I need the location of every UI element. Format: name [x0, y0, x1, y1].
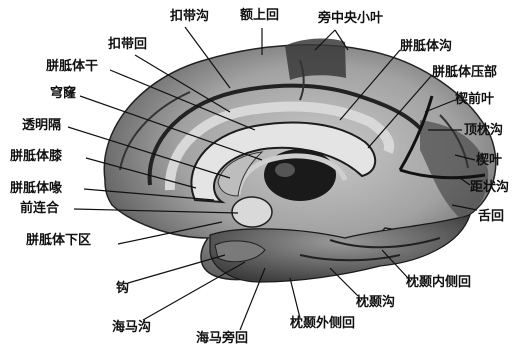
label-parieto-occipital-sulcus: 顶枕沟 — [464, 124, 503, 138]
label-fornix: 穹窿 — [50, 87, 76, 101]
label-calcarine-sulcus: 距状沟 — [470, 181, 509, 195]
label-hippocampal-sulcus: 海马沟 — [112, 321, 151, 335]
label-lingual-gyrus: 舌回 — [478, 210, 504, 224]
label-superior-frontal-gyrus: 额上回 — [240, 9, 279, 23]
label-parahippocampal-gyrus: 海马旁回 — [196, 332, 248, 346]
label-anterior-commissure: 前连合 — [20, 202, 59, 216]
paracentral-dark-region — [285, 39, 346, 80]
anterior-commissure-knob — [232, 197, 272, 227]
label-septum-pellucidum: 透明隔 — [22, 119, 61, 133]
label-genu-corpus-callosum: 胼胝体膝 — [10, 150, 62, 164]
label-cuneus: 楔叶 — [476, 154, 502, 168]
label-occipitotemporal-sulcus: 枕颞沟 — [356, 296, 395, 310]
label-paracentral-lobule: 旁中央小叶 — [318, 12, 383, 26]
label-sulcus-corpus-callosum: 胼胝体沟 — [400, 40, 452, 54]
label-subcallosal-area: 胼胝体下区 — [26, 234, 91, 248]
interthalamic-highlight — [275, 163, 295, 177]
label-uncus: 钩 — [116, 282, 129, 296]
label-trunk-corpus-callosum: 胼胝体干 — [46, 60, 98, 74]
leader-hippocampal-sulcus — [143, 262, 245, 320]
label-rostrum-corpus-callosum: 胼胝体喙 — [10, 182, 62, 196]
label-cingulate-gyrus: 扣带回 — [108, 38, 147, 52]
label-cingulate-sulcus: 扣带沟 — [170, 10, 209, 24]
label-medial-occipitotemporal-gyrus: 枕颞内侧回 — [406, 276, 471, 290]
label-lateral-occipitotemporal-gyrus: 枕颞外侧回 — [290, 317, 355, 331]
label-precuneus: 楔前叶 — [455, 93, 494, 107]
label-splenium-corpus-callosum: 胼胝体压部 — [432, 66, 497, 80]
leader-lateral-occipitotemporal — [290, 278, 300, 318]
